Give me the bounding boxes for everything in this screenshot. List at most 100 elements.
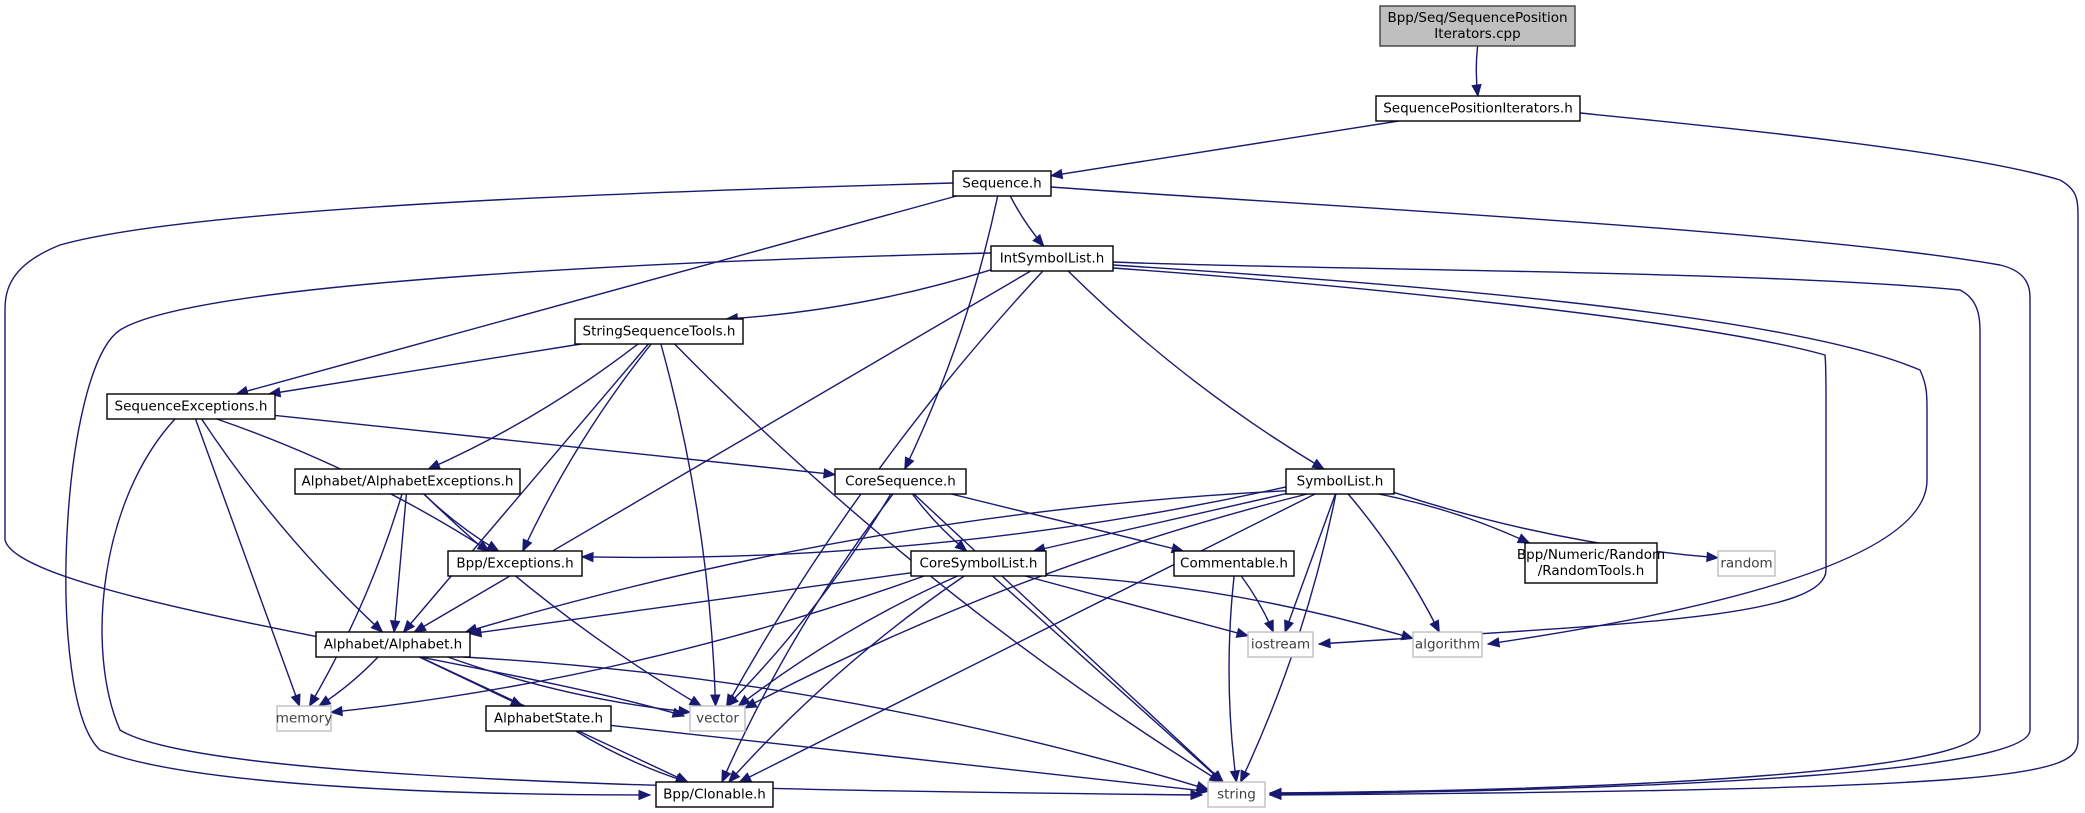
node-label: memory [276, 711, 332, 727]
arrowhead-icon [1284, 619, 1294, 634]
node-box [834, 468, 967, 495]
edge-alphabetstate_h-to-clonable_h [575, 730, 688, 783]
node-sequenceexceptions-h[interactable]: SequenceExceptions.h [106, 393, 276, 420]
node-stringsequencetools-h[interactable]: StringSequenceTools.h [574, 318, 744, 345]
arrowhead-icon [954, 539, 968, 552]
node-label: Alphabet/Alphabet.h [324, 637, 463, 653]
edge-coresymbollist_h-to-iostream [1024, 575, 1249, 637]
node-box [1207, 781, 1266, 808]
node-alphabetexceptions-h[interactable]: Alphabet/AlphabetExceptions.h [294, 468, 521, 495]
edge-sequence_h-to-sequenceexceptions_h [236, 195, 957, 395]
node-memory: memory [276, 705, 332, 732]
node-box [574, 318, 744, 345]
edge-alphabetexceptions_h-to-exceptions_h [423, 493, 499, 552]
edge-commentable_h-to-string [1228, 575, 1238, 783]
arrowhead-icon [1210, 770, 1224, 783]
arrowhead-icon [688, 695, 703, 707]
edge-intsymbollist_h-to-stringsequencetools_h [726, 269, 992, 320]
node-box [655, 781, 774, 808]
arrowhead-icon [317, 695, 332, 707]
node-label: Sequence.h [962, 176, 1041, 192]
node-symbollist-h[interactable]: SymbolList.h [1285, 468, 1395, 495]
node-coresymbollist-h[interactable]: CoreSymbolList.h [910, 550, 1047, 577]
edge-alphabetexceptions_h-to-memory [308, 493, 403, 707]
edge-coresymbollist_h-to-vector [738, 575, 958, 707]
node-label: Bpp/Seq/SequencePosition [1387, 10, 1567, 26]
node-spi-h[interactable]: SequencePositionIterators.h [1375, 95, 1581, 122]
arrowhead-icon [1486, 637, 1501, 648]
edge-stringsequencetools_h-to-alphabet_h [403, 343, 649, 633]
node-algorithm: algorithm [1412, 631, 1483, 658]
edge-intsymbollist_h-to-iostream [1112, 267, 1827, 645]
edge-alphabet_h-to-string [463, 656, 1209, 791]
node-box [294, 468, 521, 495]
arrowhead-icon [904, 456, 915, 471]
arrowhead-icon [721, 769, 732, 784]
node-label: IntSymbolList.h [1000, 251, 1105, 267]
arrowhead-icon [1235, 627, 1250, 638]
node-box [1524, 542, 1658, 584]
arrowhead-icon [1516, 533, 1531, 544]
node-alphabet-h[interactable]: Alphabet/Alphabet.h [315, 631, 471, 658]
node-label: CoreSequence.h [845, 474, 956, 490]
arrowhead-icon [468, 627, 483, 638]
node-box [1717, 550, 1776, 577]
arrowhead-icon [1264, 619, 1274, 634]
edge-coresymbollist_h-to-clonable_h [728, 575, 965, 783]
edge-intsymbollist_h-to-clonable_h [65, 252, 992, 796]
arrowhead-icon [710, 694, 721, 708]
node-root[interactable]: Bpp/Seq/SequencePositionIterators.cpp [1379, 5, 1576, 47]
node-box [106, 393, 276, 420]
edge-coresequence_h-to-vector [726, 493, 892, 707]
node-coresequence-h[interactable]: CoreSequence.h [834, 468, 967, 495]
arrowhead-icon [522, 538, 533, 553]
edge-symbollist_h-to-random [1393, 491, 1719, 559]
node-label: string [1217, 787, 1256, 803]
arrowhead-icon [290, 693, 301, 708]
node-label: /RandomTools.h [1538, 563, 1645, 579]
node-randomtools-h[interactable]: Bpp/Numeric/Random/RandomTools.h [1517, 542, 1665, 584]
edge-coresymbollist_h-to-memory [330, 575, 925, 713]
edge-symbollist_h-to-coresymbollist_h [1033, 493, 1287, 552]
edge-spi_h-to-sequence_h [1050, 120, 1399, 177]
arrowhead-icon [678, 705, 692, 717]
node-commentable-h[interactable]: Commentable.h [1173, 550, 1295, 577]
edge-alphabetexceptions_h-to-alphabet_h [393, 493, 408, 633]
arrowhead-icon [427, 459, 442, 470]
arrowhead-icon [402, 619, 416, 634]
node-exceptions-h[interactable]: Bpp/Exceptions.h [447, 550, 583, 577]
arrowhead-icon [1317, 638, 1331, 649]
arrowhead-icon [1032, 233, 1045, 248]
edge-stringsequencetools_h-to-sequenceexceptions_h [268, 343, 582, 395]
node-sequence-h[interactable]: Sequence.h [952, 170, 1052, 197]
arrowhead-icon [413, 621, 427, 633]
node-box [952, 170, 1052, 197]
edge-coresymbollist_h-to-alphabet_h [469, 572, 912, 635]
arrowhead-icon [370, 620, 384, 633]
arrowhead-icon [737, 694, 751, 707]
arrowhead-icon [308, 693, 320, 708]
edge-stringsequencetools_h-to-alphabetexceptions_h [428, 343, 639, 470]
edge-sequenceexceptions_h-to-string [101, 418, 1203, 796]
edge-symbollist_h-to-clonable_h [739, 493, 1316, 783]
arrowhead-icon [1268, 787, 1282, 799]
node-alphabetstate-h[interactable]: AlphabetState.h [485, 705, 612, 732]
edge-intsymbollist_h-to-alphabet_h [413, 270, 1032, 633]
node-box [910, 550, 1047, 577]
arrowhead-icon [1471, 83, 1482, 98]
edge-symbollist_h-to-randomtools_h [1378, 493, 1530, 544]
arrowhead-icon [1240, 769, 1251, 784]
edge-stringsequencetools_h-to-string [674, 343, 1222, 783]
arrowhead-icon [1400, 630, 1415, 641]
node-string: string [1207, 781, 1266, 808]
node-label: Commentable.h [1180, 556, 1288, 572]
node-intsymbollist-h[interactable]: IntSymbolList.h [990, 245, 1114, 272]
node-label: StringSequenceTools.h [583, 324, 736, 340]
node-label: random [1720, 556, 1772, 572]
node-clonable-h[interactable]: Bpp/Clonable.h [655, 781, 774, 808]
node-label: CoreSymbolList.h [920, 556, 1038, 572]
node-box [1379, 5, 1576, 47]
arrowhead-icon [1049, 168, 1064, 180]
edge-symbollist_h-to-exceptions_h [581, 486, 1287, 559]
edge-sequence_h-to-string [1050, 186, 2031, 795]
